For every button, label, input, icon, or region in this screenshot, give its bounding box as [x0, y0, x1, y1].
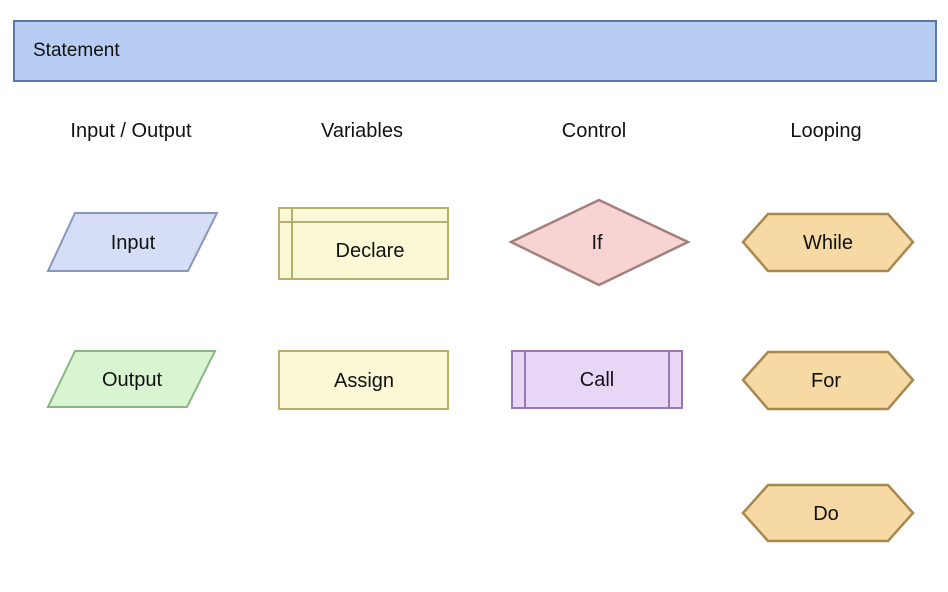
shape-output[interactable]: Output [44, 347, 224, 411]
column-header-variables: Variables [321, 120, 403, 142]
statement-banner-label: Statement [33, 40, 120, 61]
shape-if[interactable]: If [508, 198, 692, 289]
do-hexagon[interactable] [741, 483, 915, 543]
shape-input[interactable]: Input [44, 209, 224, 275]
if-diamond[interactable] [508, 198, 691, 287]
column-header-looping: Looping [790, 120, 862, 142]
shape-for-label: For [811, 370, 841, 392]
shape-declare[interactable]: Declare [277, 206, 452, 283]
column-header-control: Control [561, 120, 627, 142]
shape-call-label: Call [580, 369, 614, 391]
shape-while[interactable]: While [741, 212, 917, 275]
shape-while-label: While [803, 232, 853, 254]
for-hexagon[interactable] [741, 350, 915, 411]
declare-rectangle[interactable] [278, 207, 449, 280]
shape-output-label: Output [102, 369, 162, 391]
call-rectangle[interactable] [511, 350, 683, 409]
while-hexagon[interactable] [741, 212, 915, 273]
shape-assign[interactable]: Assign [277, 349, 452, 413]
assign-rectangle[interactable] [278, 350, 449, 410]
shape-assign-label: Assign [334, 370, 394, 392]
shape-do[interactable]: Do [741, 483, 917, 545]
shape-do-label: Do [813, 503, 839, 525]
shape-declare-label: Declare [336, 240, 405, 262]
shape-if-label: If [591, 232, 603, 254]
shape-input-label: Input [111, 232, 156, 254]
input-parallelogram[interactable] [46, 212, 219, 272]
shape-call[interactable]: Call [510, 349, 686, 412]
column-header-input-output: Input / Output [70, 120, 192, 142]
statement-banner: Statement [13, 20, 937, 82]
shape-for[interactable]: For [741, 350, 917, 413]
output-parallelogram[interactable] [46, 350, 217, 408]
